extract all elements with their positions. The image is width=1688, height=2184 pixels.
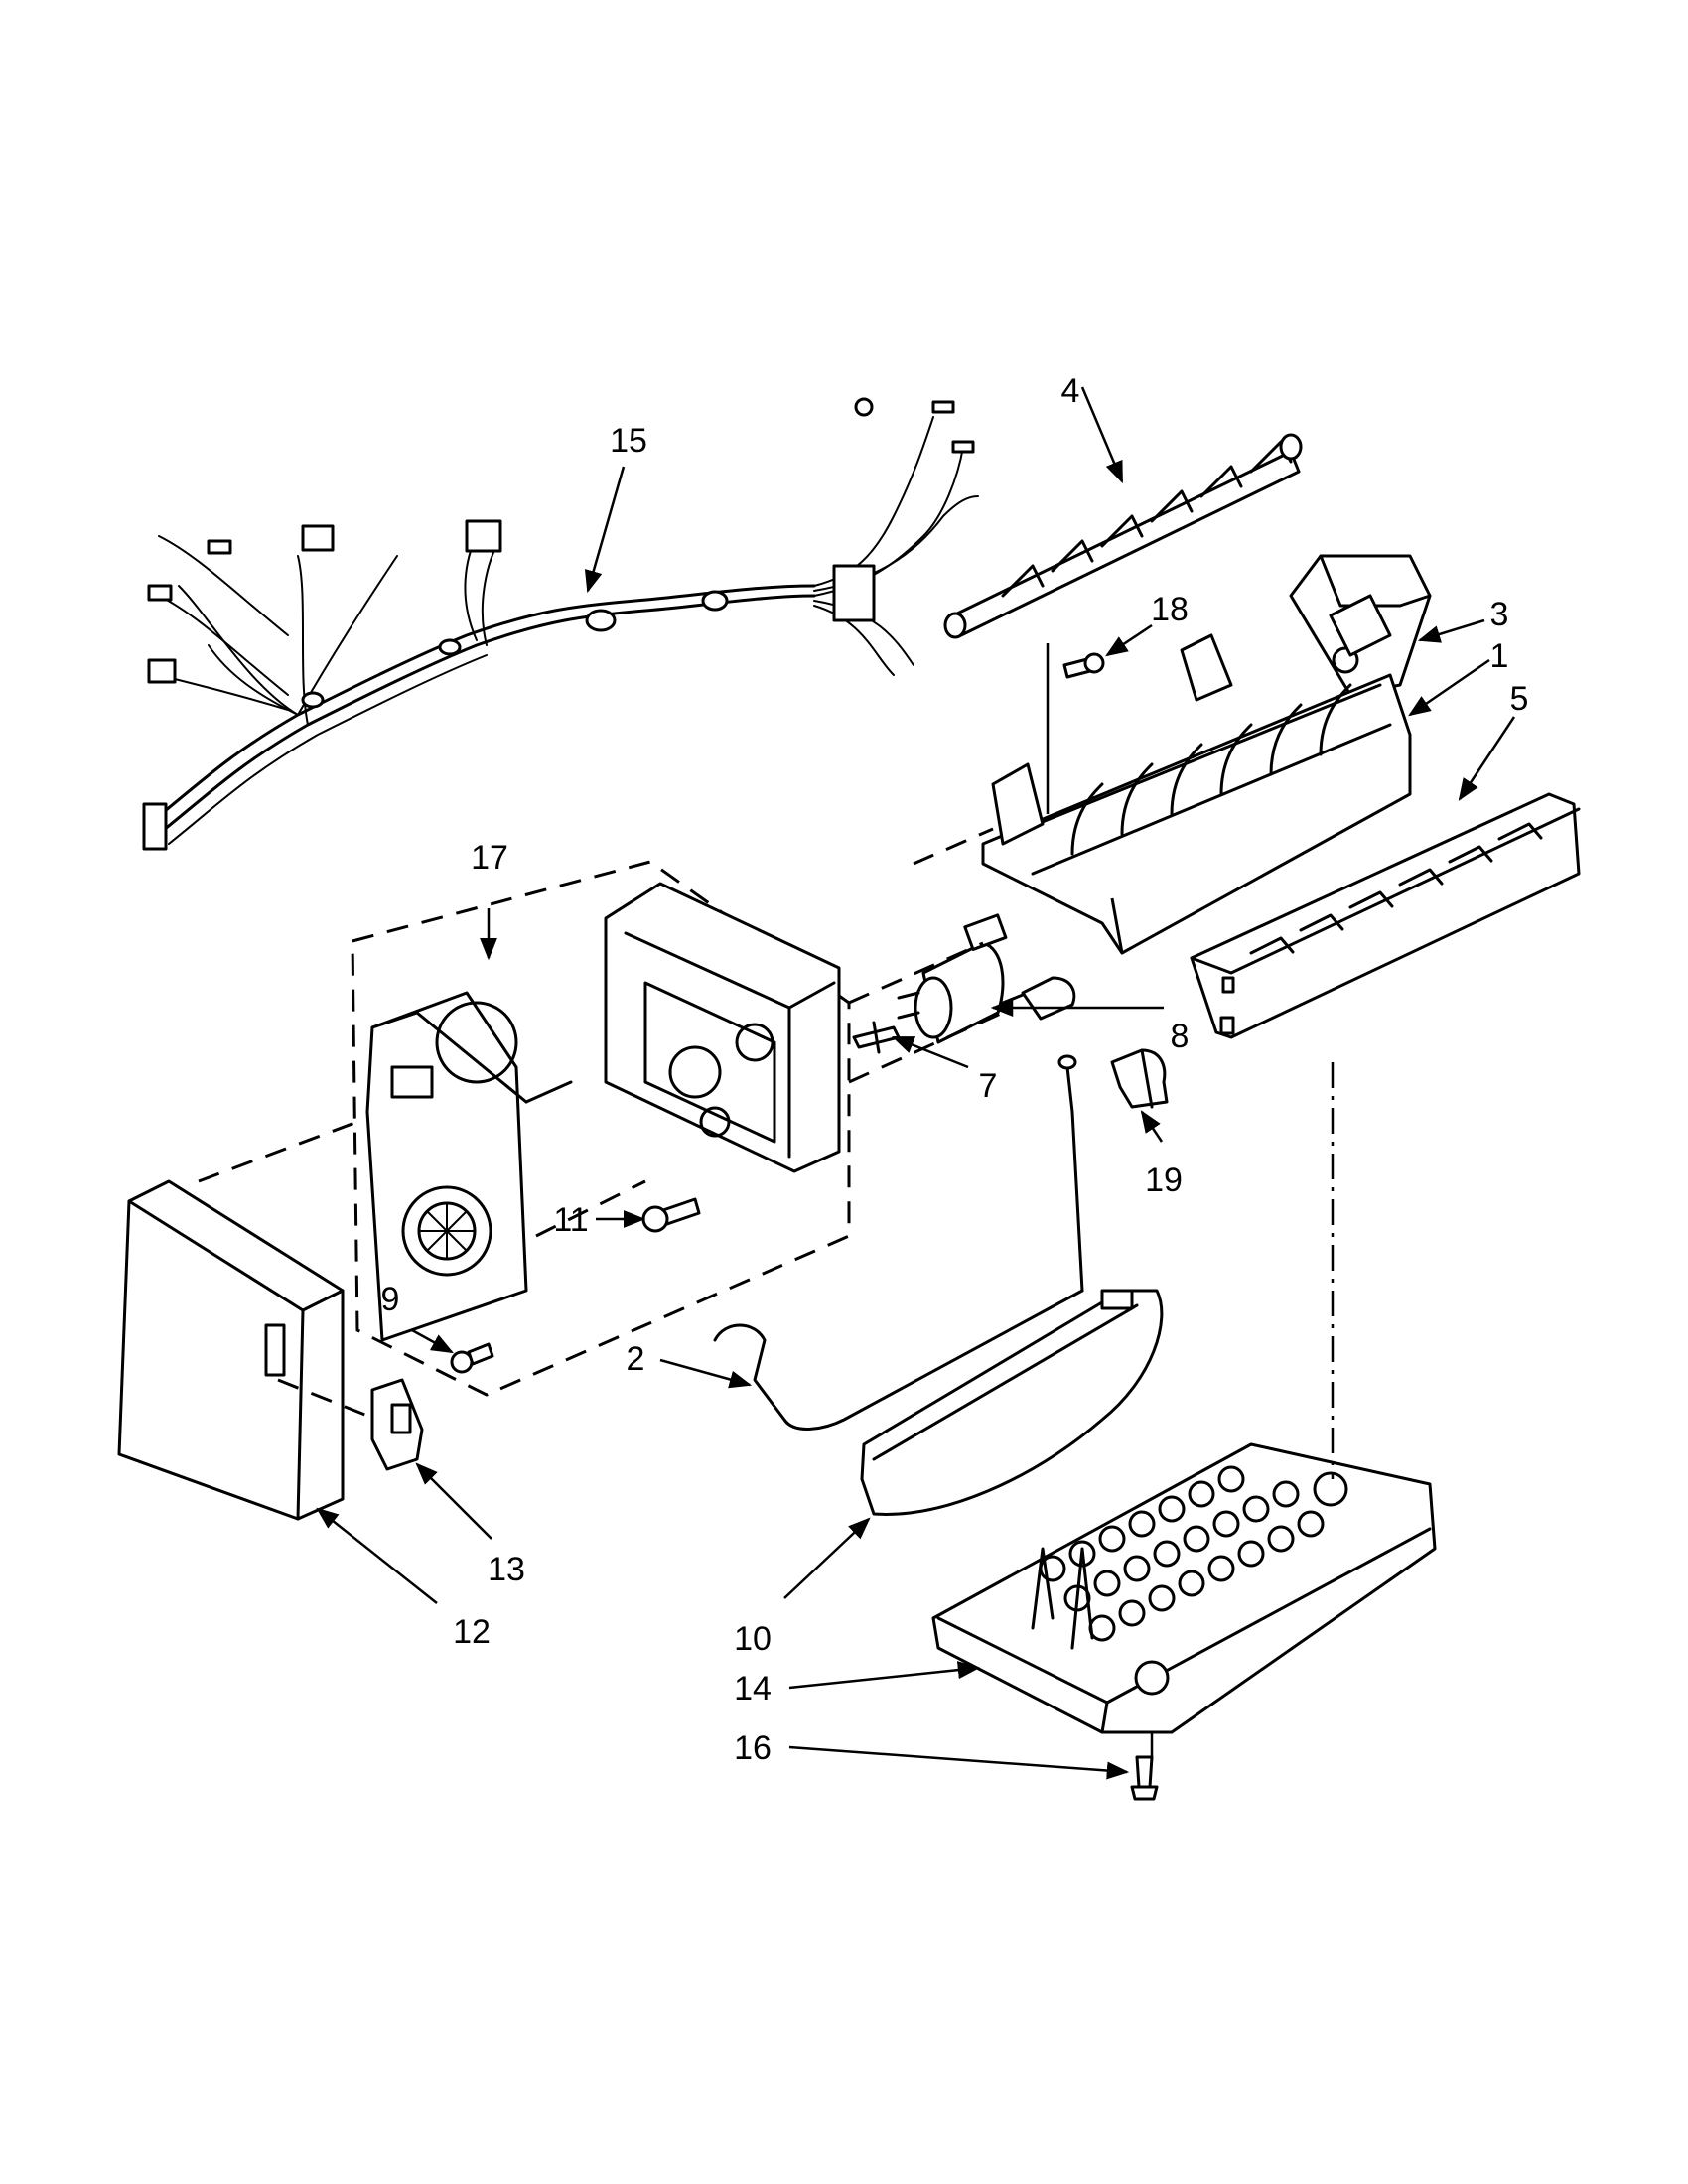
- mold-cover: [1190, 792, 1581, 1039]
- callout-17: 17: [471, 839, 508, 877]
- control-module-assembly: [351, 860, 851, 1397]
- leader-lines: [316, 386, 1516, 1780]
- assembly-lines: [198, 643, 1335, 1757]
- bail-plate: [860, 1289, 1164, 1516]
- callout-9: 9: [381, 1281, 400, 1318]
- shutoff-arm: [713, 1054, 1084, 1431]
- callout-11: 11: [553, 1201, 588, 1239]
- mold: [981, 594, 1412, 955]
- screw-18: [1062, 652, 1105, 679]
- screw-16: [1130, 1755, 1159, 1801]
- ejector: [943, 433, 1303, 639]
- callout-18: 18: [1151, 591, 1189, 628]
- callout-3: 3: [1490, 596, 1509, 633]
- screw-9: [450, 1342, 494, 1374]
- callout-labels: 4 15 18 3 1 5 17 8 7 19 11 9 2 13 12 10 …: [381, 372, 1529, 1767]
- callout-19: 19: [1145, 1161, 1183, 1199]
- screw-11: [641, 1197, 701, 1233]
- callout-15: 15: [610, 422, 647, 460]
- ice-tray: [931, 1442, 1437, 1734]
- callout-12: 12: [453, 1613, 491, 1651]
- wire-harness: [142, 397, 979, 851]
- clip: [1110, 1048, 1169, 1109]
- callout-16: 16: [734, 1729, 772, 1767]
- callout-14: 14: [734, 1670, 772, 1707]
- callout-2: 2: [627, 1340, 645, 1378]
- callout-13: 13: [488, 1551, 525, 1588]
- callout-1: 1: [1490, 637, 1509, 675]
- front-cover: [117, 1179, 345, 1521]
- callout-5: 5: [1510, 680, 1529, 718]
- callout-4: 4: [1061, 372, 1080, 410]
- callout-7: 7: [979, 1067, 998, 1105]
- switch: [370, 1378, 424, 1471]
- thermostat: [897, 913, 1008, 1044]
- callout-8: 8: [1171, 1018, 1190, 1055]
- callout-10: 10: [734, 1620, 772, 1658]
